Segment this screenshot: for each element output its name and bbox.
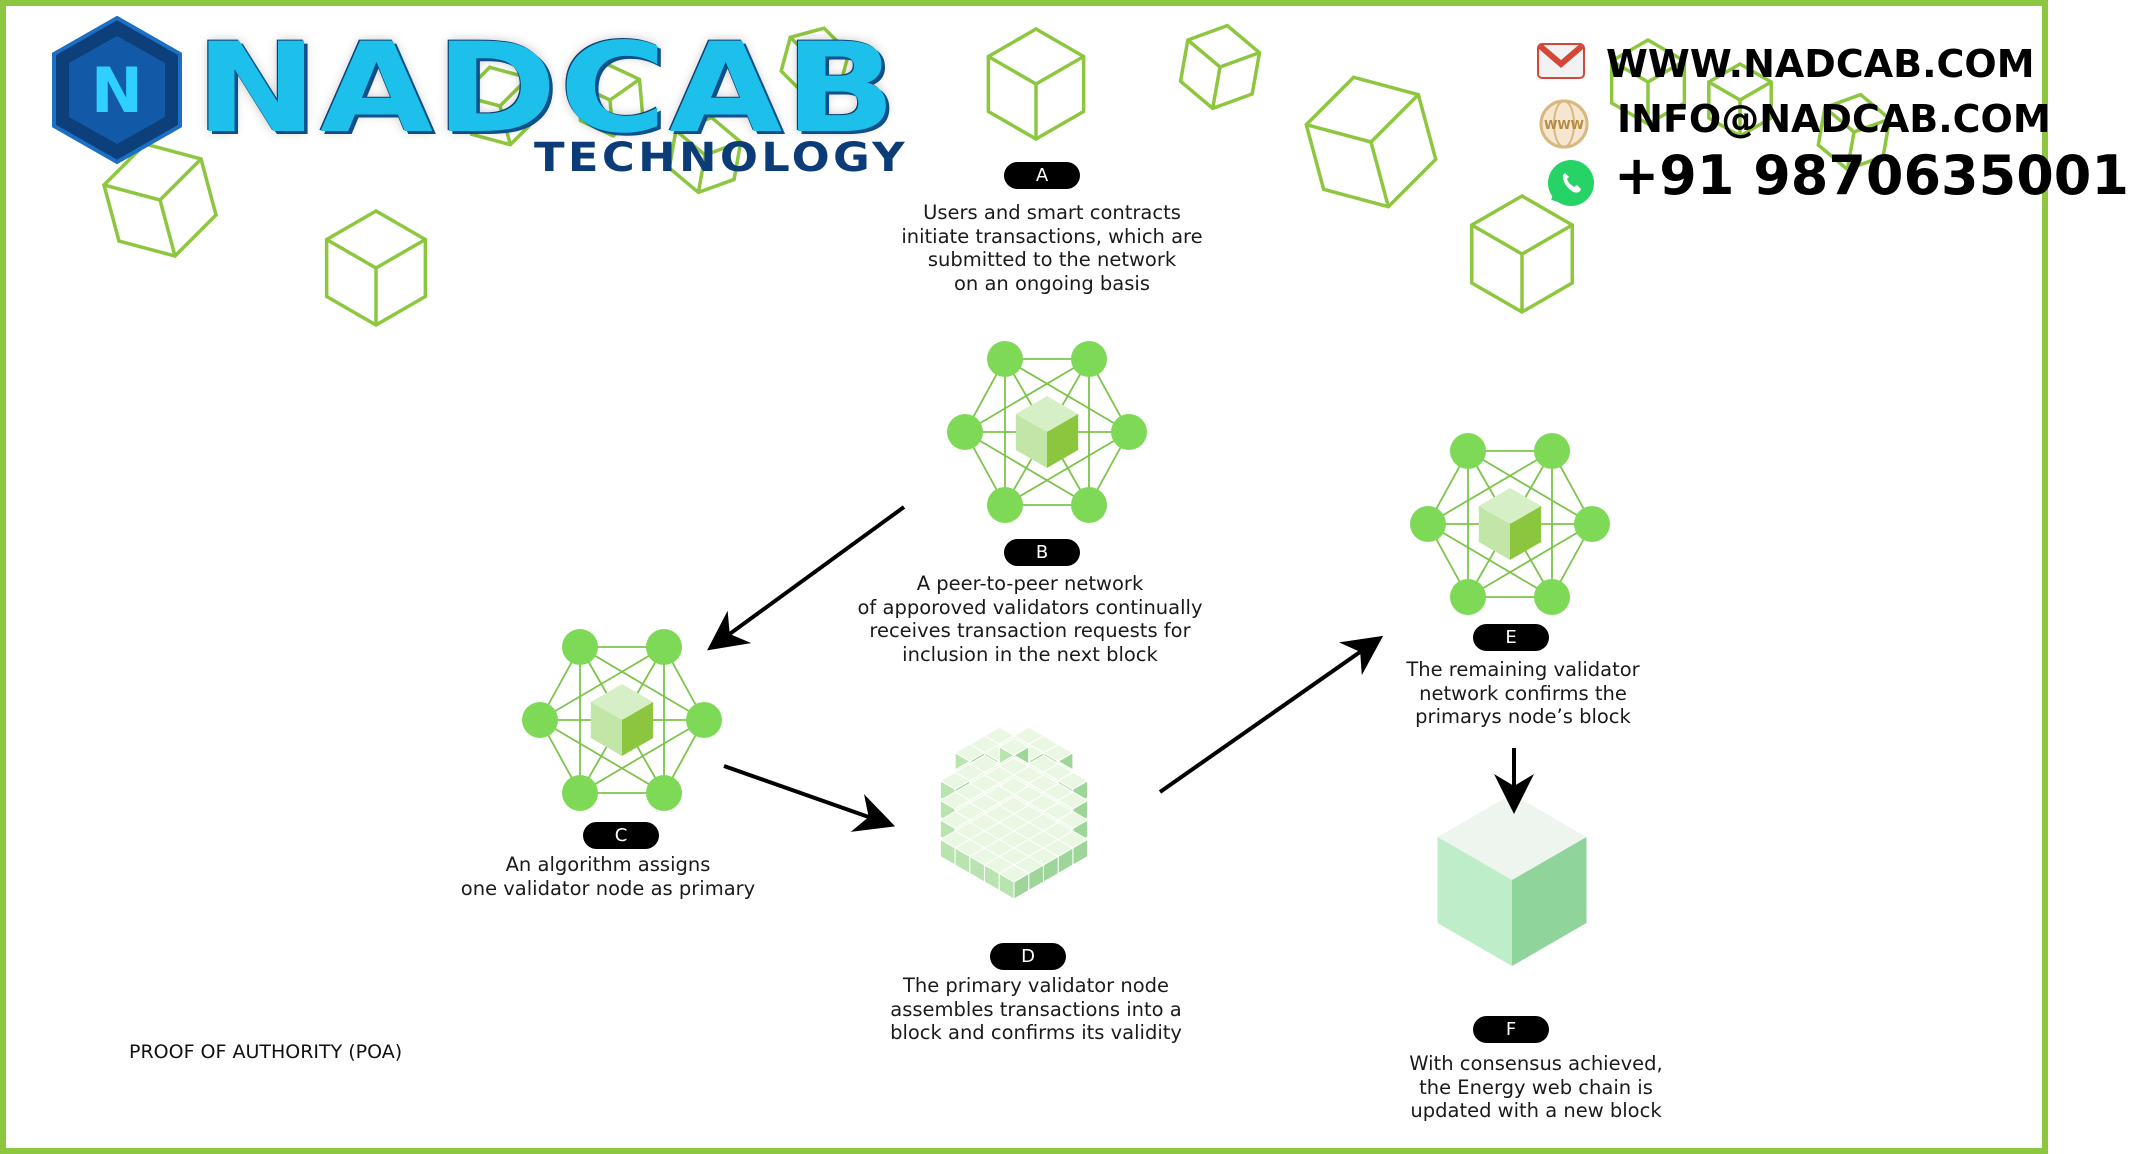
- decorative-cube-outline: [575, 62, 645, 138]
- validator-node: [1534, 433, 1570, 469]
- step-f-badge: F: [1473, 1016, 1549, 1043]
- contact-website[interactable]: WWW.NADCAB.COM: [1606, 42, 2035, 86]
- gmail-icon: [1537, 43, 1585, 79]
- validator-node: [646, 775, 682, 811]
- validator-node: [1071, 341, 1107, 377]
- decorative-cube-outline: [1178, 23, 1262, 111]
- decorative-cube-outline: [667, 115, 743, 195]
- network-c: [522, 629, 722, 811]
- decorative-cube-outline: [1470, 193, 1574, 315]
- whatsapp-icon: [1548, 160, 1594, 206]
- validator-node: [1574, 506, 1610, 542]
- svg-text:WWW: WWW: [1544, 118, 1584, 132]
- diagram-canvas: N WWW: [52, 15, 1892, 966]
- brand-name: NADCAB: [195, 17, 899, 161]
- step-e-badge: E: [1473, 624, 1549, 651]
- contact-phone[interactable]: +91 9870635001: [1614, 144, 2129, 207]
- validator-node: [1071, 487, 1107, 523]
- step-f-text: With consensus achieved,the Energy web c…: [1409, 1052, 1663, 1122]
- diagram-frame: [0, 0, 2048, 1154]
- arrow-d-to-e: [1158, 635, 1384, 794]
- decorative-cube-outline: [1707, 61, 1773, 139]
- validator-node: [1410, 506, 1446, 542]
- decorative-cube-outline: [986, 26, 1086, 142]
- decorative-cube-outline: [459, 65, 541, 147]
- step-b-badge: B: [1004, 539, 1080, 566]
- step-d-badge: D: [990, 943, 1066, 970]
- arrow-b-to-c: [707, 505, 906, 651]
- globe-www-icon: WWW: [1539, 99, 1589, 149]
- validator-node: [562, 775, 598, 811]
- decorative-cube-outline: [1304, 75, 1438, 209]
- decorative-cube-outline: [1609, 37, 1687, 127]
- validator-node: [987, 487, 1023, 523]
- network-b: [947, 341, 1147, 523]
- validator-node: [947, 414, 983, 450]
- validator-node: [522, 702, 558, 738]
- decorative-cube-outline: [779, 26, 851, 98]
- new-block-cube-icon: [1437, 794, 1587, 966]
- validator-node: [987, 341, 1023, 377]
- decorative-cube-outline: [102, 142, 218, 258]
- logo-letter: N: [91, 54, 143, 127]
- flow-arrows: [707, 505, 1534, 832]
- decorative-cube-outline: [324, 208, 428, 328]
- network-e: [1410, 433, 1610, 615]
- validator-node: [1111, 414, 1147, 450]
- step-c-badge: C: [583, 822, 659, 849]
- step-a-badge: A: [1004, 162, 1080, 189]
- validator-node: [1534, 579, 1570, 615]
- diagram-title: PROOF OF AUTHORITY (POA): [129, 1041, 403, 1063]
- validator-node: [646, 629, 682, 665]
- arrow-c-to-d: [723, 764, 896, 832]
- decorative-cube-outline: [1816, 92, 1892, 172]
- validator-node: [686, 702, 722, 738]
- validator-node: [1450, 433, 1486, 469]
- validator-node: [562, 629, 598, 665]
- nadcab-logo-icon: N: [52, 15, 182, 165]
- block-grid-icon: [939, 726, 1089, 900]
- validator-node: [1450, 579, 1486, 615]
- contact-email[interactable]: INFO@NADCAB.COM: [1617, 97, 2051, 141]
- brand-subtitle: TECHNOLOGY: [534, 135, 908, 181]
- validator-networks: [522, 341, 1610, 811]
- decorative-cubes: [102, 23, 1892, 328]
